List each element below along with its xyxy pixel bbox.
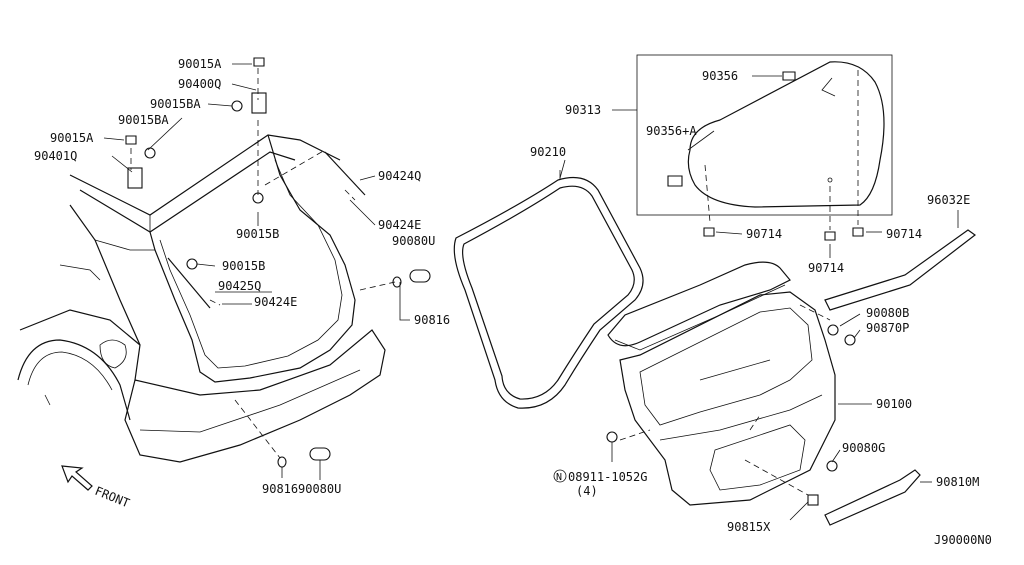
label-90815X: 90815X <box>727 520 771 534</box>
label-90356: 90356 <box>702 69 738 83</box>
label-90015BA-left: 90015BA <box>118 113 169 127</box>
label-90714-a: 90714 <box>746 227 782 241</box>
label-90425Q: 90425Q <box>218 279 261 293</box>
label-90015A-top: 90015A <box>178 57 222 71</box>
label-90356A: 90356+A <box>646 124 697 138</box>
label-90080G: 90080G <box>842 441 885 455</box>
front-label: FRONT <box>93 484 132 511</box>
pad-90815X-part <box>807 494 819 506</box>
glass-group-box <box>636 54 893 216</box>
label-90210: 90210 <box>530 145 566 159</box>
seal-90714-b-part <box>824 231 836 241</box>
strut-90425Q-part <box>167 257 211 309</box>
label-90424Q: 90424Q <box>378 169 421 183</box>
seal-90714-c-part <box>852 227 864 237</box>
leader-lines-right-top <box>612 75 882 258</box>
label-90816-right: 90816 <box>414 313 450 327</box>
label-90424E-right: 90424E <box>378 218 421 232</box>
strut-90424Q-part <box>324 151 366 196</box>
pad-90816-right-part <box>392 276 402 288</box>
diagram-code: J90000N0 <box>934 533 992 547</box>
nut-08911-part <box>606 431 618 443</box>
strip-96032E-part <box>824 229 977 311</box>
arrow-left-icon <box>61 465 93 491</box>
label-90015A-left: 90015A <box>50 131 94 145</box>
stopper-90080U-bottom-part <box>309 447 331 461</box>
hinge-right-part <box>251 92 267 114</box>
callout-labels: 90015A 90400Q 90015BA 90015A 90015BA 904… <box>34 57 979 534</box>
pad-90816-bottom-part <box>277 456 287 468</box>
label-90080U-bottom: 90080U <box>298 482 341 496</box>
leader-lines-left <box>103 63 410 480</box>
weatherstrip-90210 <box>453 159 644 409</box>
circled-n-icon: N <box>553 469 567 483</box>
label-90816-bottom: 90816 <box>262 482 298 496</box>
grommet-90870P-part <box>844 334 856 346</box>
clip-90356A-part <box>667 175 683 187</box>
label-08911-qty: (4) <box>576 484 598 498</box>
label-96032E: 96032E <box>927 193 970 207</box>
label-90870P: 90870P <box>866 321 909 335</box>
nut-90080B-part <box>827 324 839 336</box>
front-indicator: FRONT <box>61 465 132 511</box>
label-90313: 90313 <box>565 103 601 117</box>
label-90400Q: 90400Q <box>178 77 221 91</box>
clip-90356-part <box>782 71 796 81</box>
label-90015B-mid: 90015B <box>236 227 279 241</box>
leader-lines-right <box>559 170 959 521</box>
garnish-90810M-part <box>824 469 921 526</box>
circled-n-letter: N <box>556 472 562 483</box>
stopper-90080U-top-part <box>409 269 431 283</box>
label-90080U-top: 90080U <box>392 234 435 248</box>
nut-90015BA-left-part <box>144 147 156 159</box>
nut-90015B-low-part <box>186 258 198 270</box>
glass-90313 <box>636 54 893 241</box>
label-90015BA-top: 90015BA <box>150 97 201 111</box>
seal-90714-a-part <box>703 227 715 237</box>
label-08911: 08911-1052G <box>568 470 647 484</box>
label-90810M: 90810M <box>936 475 979 489</box>
hinge-left-part <box>127 167 143 189</box>
vehicle-body-rear <box>17 57 431 468</box>
label-90080B: 90080B <box>866 306 909 320</box>
back-door-90100 <box>606 229 977 526</box>
label-90100: 90100 <box>876 397 912 411</box>
label-90424E-low: 90424E <box>254 295 297 309</box>
stopper-90080G-part <box>826 460 838 472</box>
bolt-90015A-left-part <box>125 135 137 145</box>
label-90714-c: 90714 <box>886 227 922 241</box>
bolt-90015A-top-part <box>253 57 265 67</box>
nut-90015BA-top-part <box>231 100 243 112</box>
label-90015B-low: 90015B <box>222 259 265 273</box>
label-90401Q: 90401Q <box>34 149 77 163</box>
label-90714-b: 90714 <box>808 261 844 275</box>
